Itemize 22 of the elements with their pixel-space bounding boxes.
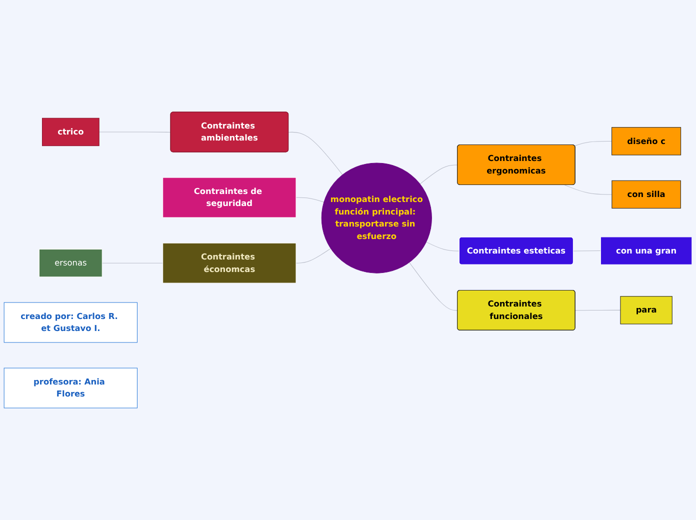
node-box: diseño c	[612, 127, 682, 156]
connector	[296, 197, 324, 202]
node-box: profesora: Ania Flores	[4, 368, 138, 408]
node-box: Contraintes de seguridad	[162, 177, 296, 218]
node-box: ersonas	[38, 249, 102, 278]
connector	[564, 184, 612, 195]
node-box: ctrico	[42, 118, 100, 146]
node-box: con silla	[612, 180, 681, 209]
node-box: Contraintes économcas	[162, 242, 296, 284]
connector	[420, 164, 458, 184]
node-circle: monopatin electrico función principal: transportarse sin esfuerzo	[321, 162, 432, 274]
connector	[573, 250, 601, 252]
connector	[575, 310, 621, 311]
node-box: con una gran	[600, 236, 692, 265]
connector	[409, 262, 458, 311]
connector	[288, 132, 343, 176]
connector	[574, 140, 612, 146]
connector	[296, 248, 332, 264]
node-box: para	[620, 296, 672, 324]
node-box: creado por: Carlos R. et Gustavo I.	[4, 302, 138, 343]
connector	[426, 242, 460, 252]
connector	[102, 262, 164, 264]
